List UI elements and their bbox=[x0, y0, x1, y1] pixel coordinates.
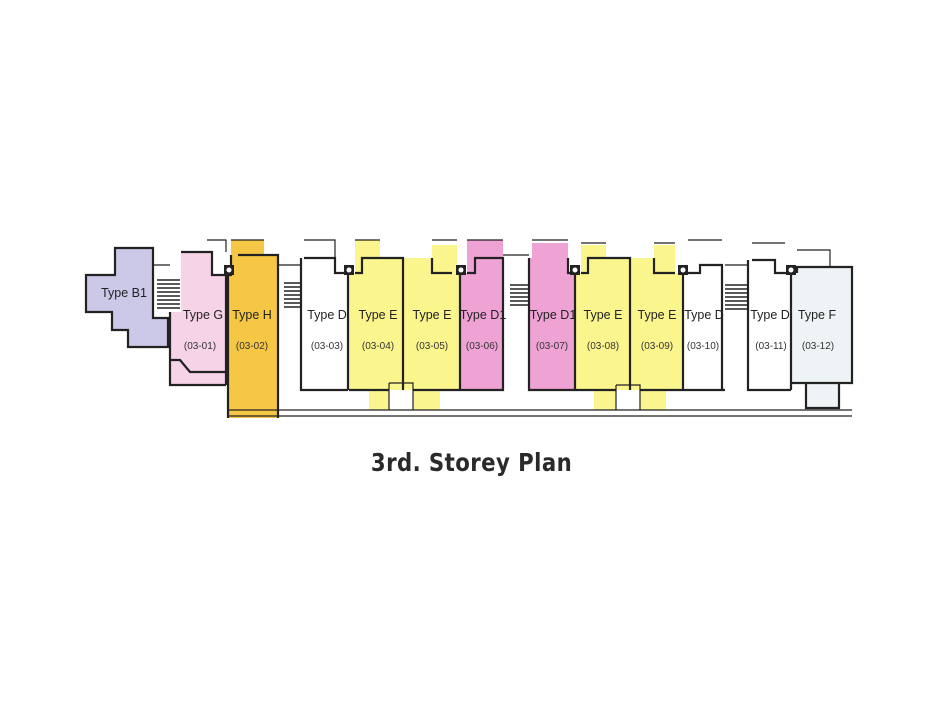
wall-block-c bbox=[527, 256, 725, 392]
unit-number-label: (03-08) bbox=[587, 341, 619, 352]
unit-type-label: Type D bbox=[684, 308, 724, 322]
unit-03-06-area bbox=[460, 240, 503, 390]
wall-block-b bbox=[299, 256, 505, 392]
staircase-icon bbox=[157, 279, 180, 309]
service-cores bbox=[224, 265, 796, 275]
unit-type-label: Type H bbox=[232, 308, 272, 322]
wall-b1 bbox=[84, 246, 170, 349]
unit-03-12-area bbox=[791, 267, 852, 408]
unit-03-04-area bbox=[349, 240, 403, 410]
unit-number-label: (03-05) bbox=[416, 341, 448, 352]
unit-type-label: Type F bbox=[798, 308, 837, 322]
plan-title: 3rd. Storey Plan bbox=[370, 448, 573, 477]
staircases bbox=[157, 279, 748, 310]
unit-type-label: Type E bbox=[584, 308, 623, 322]
unit-03-05-area bbox=[403, 245, 460, 410]
unit-number-label: (03-10) bbox=[687, 341, 719, 352]
unit-type-label: Type B1 bbox=[101, 286, 147, 300]
balconies bbox=[153, 239, 831, 267]
staircase-icon bbox=[725, 284, 748, 310]
unit-03-11-area bbox=[748, 250, 791, 390]
unit-fills bbox=[86, 240, 852, 418]
unit-03-08-area bbox=[575, 245, 630, 410]
corridor-line bbox=[228, 382, 852, 417]
unit-03-07-area bbox=[529, 243, 575, 390]
unit-labels: Type B1 Type G (03-01) Type H (03-02) Ty… bbox=[101, 286, 836, 352]
unit-03-09-area bbox=[630, 245, 683, 410]
unit-03-02-area bbox=[228, 240, 278, 418]
unit-type-label: Type D1 bbox=[530, 308, 577, 322]
unit-type-label: Type E bbox=[413, 308, 452, 322]
unit-number-label: (03-01) bbox=[184, 341, 216, 352]
unit-type-label: Type G bbox=[183, 308, 223, 322]
unit-number-label: (03-11) bbox=[755, 341, 787, 352]
unit-number-label: (03-03) bbox=[311, 341, 343, 352]
unit-number-label: (03-04) bbox=[362, 341, 394, 352]
staircase-icon bbox=[284, 282, 302, 308]
unit-type-label: Type D bbox=[750, 308, 790, 322]
unit-03-03-area bbox=[301, 258, 348, 390]
unit-type-label: Type E bbox=[638, 308, 677, 322]
unit-b1-area bbox=[86, 248, 168, 347]
wall-block-d bbox=[746, 258, 854, 410]
unit-number-label: (03-09) bbox=[641, 341, 673, 352]
unit-number-label: (03-06) bbox=[466, 341, 498, 352]
unit-number-label: (03-02) bbox=[236, 341, 268, 352]
unit-type-label: Type D bbox=[307, 308, 347, 322]
unit-number-label: (03-12) bbox=[802, 341, 834, 352]
unit-number-label: (03-07) bbox=[536, 341, 568, 352]
unit-type-label: Type D1 bbox=[460, 308, 507, 322]
unit-03-01-area bbox=[170, 252, 226, 385]
unit-03-10-area bbox=[683, 243, 725, 390]
unit-type-label: Type E bbox=[359, 308, 398, 322]
staircase-icon bbox=[510, 284, 530, 306]
